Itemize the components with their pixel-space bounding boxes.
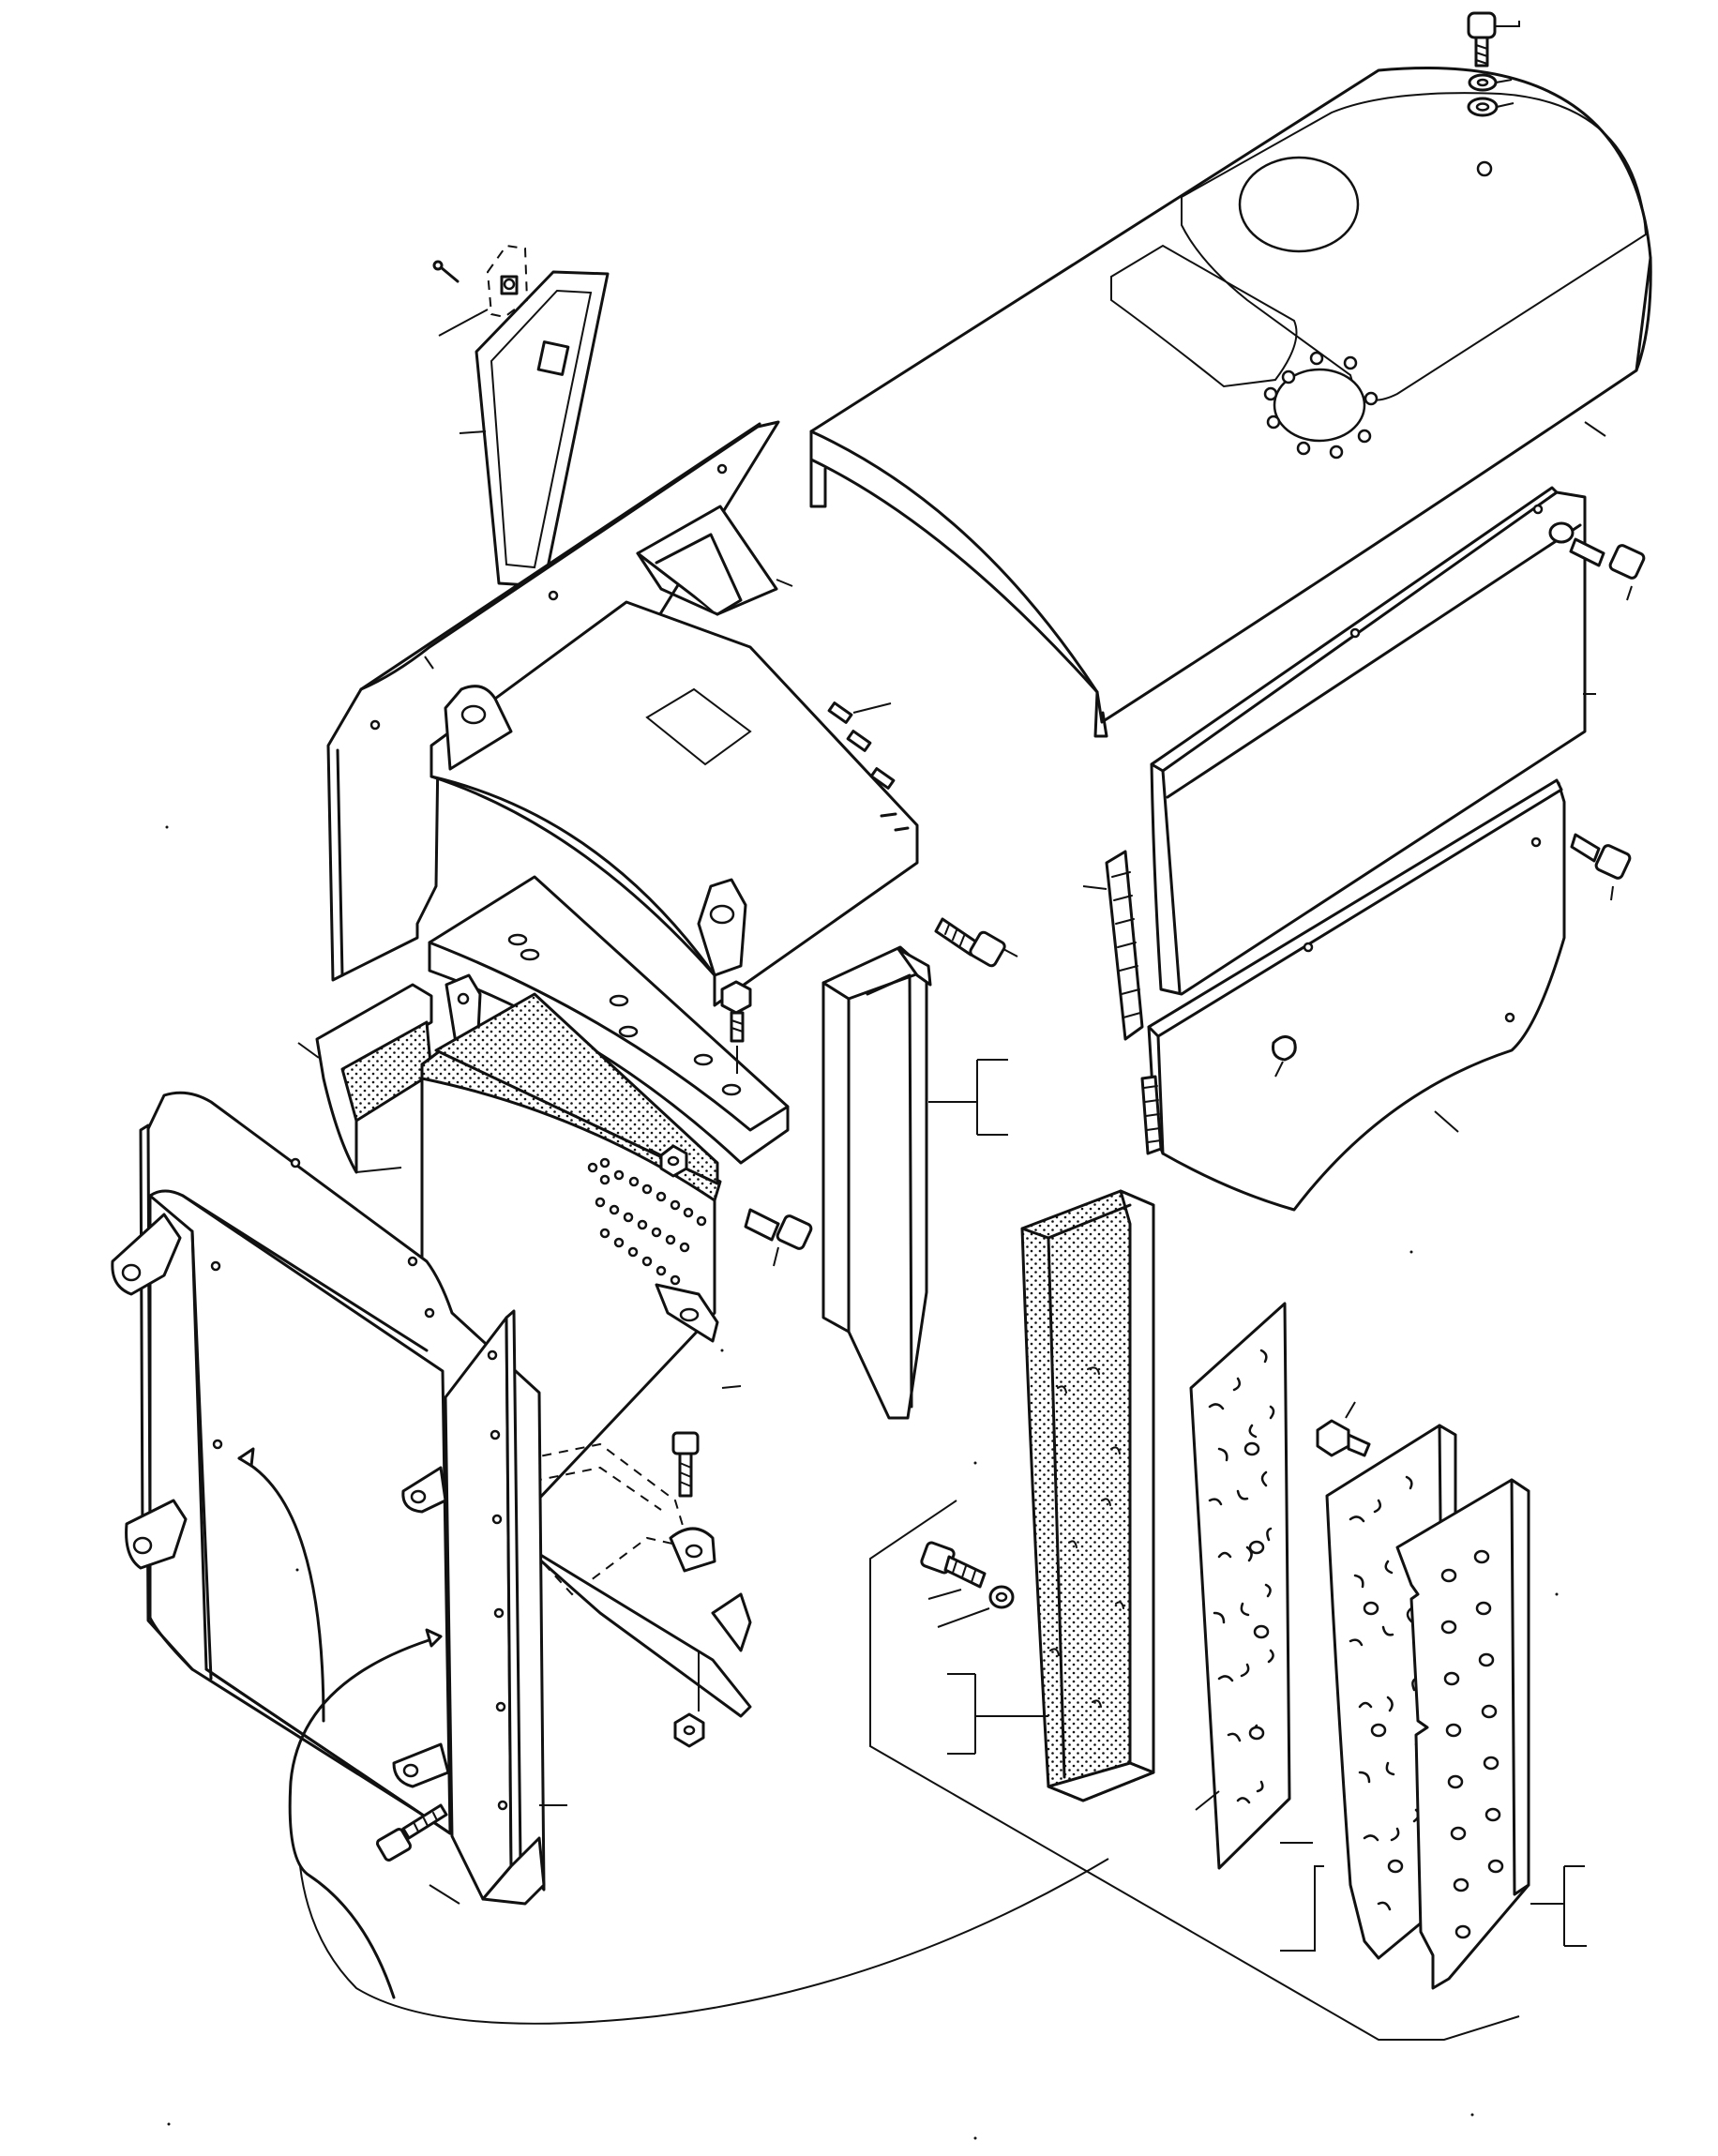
shroud-bolt-front (934, 917, 1018, 968)
filter-group-outline (299, 1500, 1520, 2041)
mount-bracket (655, 1283, 719, 1343)
engine-hood (809, 67, 1652, 738)
radiator-nut (673, 1651, 705, 1748)
shroud-bolt-top (720, 980, 752, 1074)
door-hinge (1082, 850, 1144, 1041)
door-bolt-lower (1570, 833, 1632, 901)
core-holes (587, 1157, 707, 1286)
latch-pin (432, 260, 460, 283)
panel-bolt (1316, 1401, 1371, 1457)
center-bracket (636, 505, 793, 616)
side-door-lower (1140, 778, 1566, 1212)
assembly-arrow-upper (237, 1447, 325, 1723)
fan-shroud-top (430, 600, 919, 1007)
air-intake-opening (1273, 368, 1366, 443)
perforated-panel (1395, 1478, 1587, 1990)
exhaust-opening (1238, 156, 1360, 253)
assembly-arrow-lower (288, 1628, 443, 1999)
fan-guard-side-plate (444, 1309, 567, 1906)
hood-bolt (1467, 11, 1520, 68)
lower-crossbar (428, 875, 790, 1165)
hood-flat-washer (1467, 97, 1515, 117)
radiator-bolt (671, 1431, 700, 1498)
fan-guard-bolt (375, 1803, 460, 1905)
radiator-lower-bracket (458, 1442, 752, 1718)
foam-tray (947, 1189, 1155, 1802)
air-duct (821, 945, 1008, 1420)
shroud-bolt-side (744, 1208, 813, 1267)
filter-pad (1189, 1302, 1291, 1870)
hood-lock-washer (1468, 73, 1513, 92)
filter-bolt (920, 1541, 987, 1600)
door-bolt-upper (1548, 521, 1646, 601)
panel-perforations (1440, 1549, 1504, 1939)
foam-seal-left (297, 983, 433, 1174)
print-specks (165, 825, 1559, 2140)
side-door-upper (1150, 486, 1596, 996)
inspection-cover (459, 270, 610, 588)
filter-washer (937, 1585, 1015, 1628)
fan-guard-frame (111, 1091, 546, 1892)
latch-assembly (438, 244, 529, 337)
shroud-nut (648, 1144, 688, 1178)
